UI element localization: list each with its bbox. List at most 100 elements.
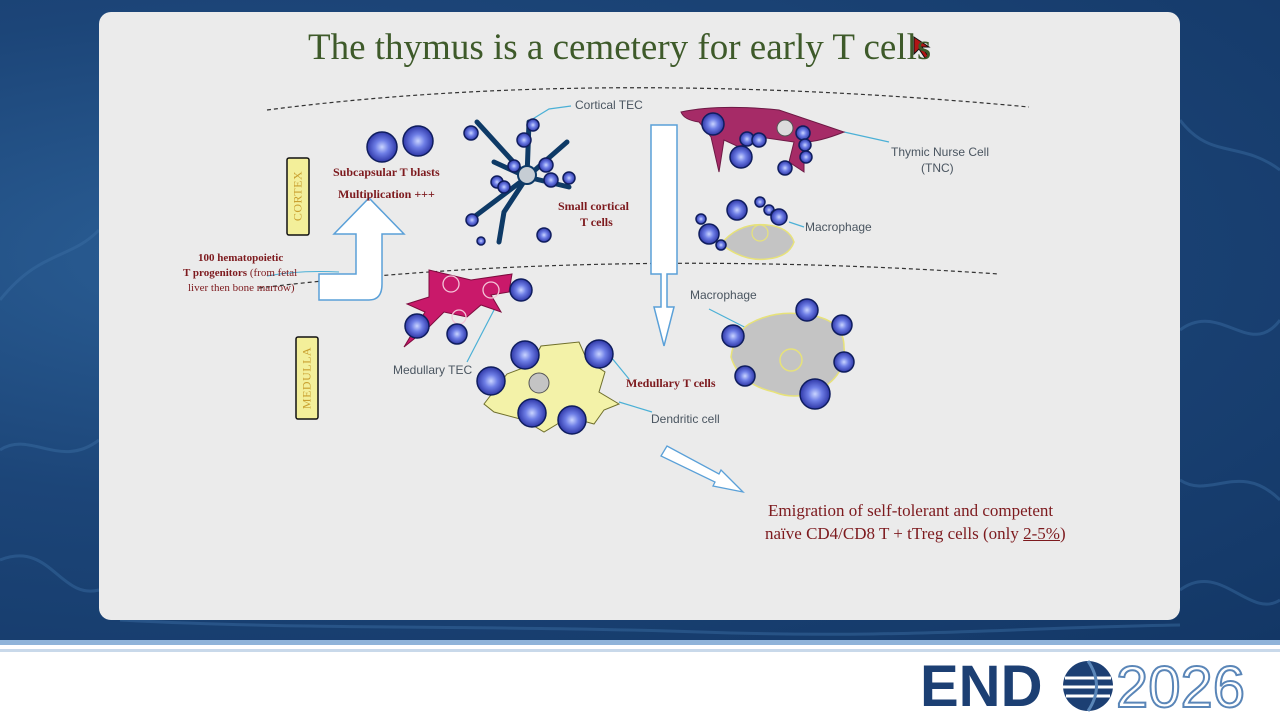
cortical-tec-label: Cortical TEC: [575, 98, 643, 112]
progenitors-label-3: liver then bone marrow): [188, 282, 295, 294]
macrophage-cortex-t-cell: [715, 239, 727, 251]
medulla-zone-box: [295, 336, 319, 420]
cortex-zone-box: [286, 157, 310, 236]
cortical-t-cell: [497, 180, 511, 194]
subcapsular-t-blast: [366, 131, 398, 163]
tnc-t-cell: [795, 125, 811, 141]
subcapsular-t-blast: [402, 125, 434, 157]
progenitor-strikethrough-line: [266, 271, 340, 277]
medullary-tec-label: Medullary TEC: [393, 363, 473, 377]
tnc-leader-line: [843, 131, 890, 143]
small-cortical-label: Small cortical: [558, 199, 629, 213]
background-veins: [0, 119, 1280, 636]
macrophage-medulla-label: Macrophage: [690, 288, 757, 302]
logo-globe-icon: [1063, 660, 1113, 712]
mouse-pointer-icon: [913, 36, 931, 59]
thymus-diagram: [258, 36, 1030, 494]
macrophage-cortex-t-cell: [754, 196, 766, 208]
slide-title: The thymus is a cemetery for early T cel…: [308, 27, 932, 68]
footer-stripe: [0, 640, 1280, 645]
macrophage-medulla-t-cell: [831, 314, 853, 336]
cortical-t-cell: [476, 236, 486, 246]
logo-word: END: [920, 656, 1042, 716]
cortical-t-cell: [538, 157, 554, 173]
medullary-t-cell: [404, 313, 430, 339]
macrophage-medulla-t-cell: [799, 378, 831, 410]
cortical-t-cell: [536, 227, 552, 243]
tnc-t-cell: [799, 150, 813, 164]
macrophage-cortex-nucleus: [751, 224, 769, 242]
cortical-t-cell: [516, 132, 532, 148]
tnc-t-cell: [798, 138, 812, 152]
medullary-t-cell: [584, 339, 614, 369]
capsule-boundary-line: [266, 87, 1030, 111]
tnc-abbrev-label: (TNC): [921, 161, 954, 175]
macrophage-medulla-nucleus: [779, 348, 803, 372]
progenitor-entry-arrow: [318, 196, 406, 301]
cortical-tec-leader-line: [530, 105, 572, 121]
macrophage-cortex: [719, 223, 795, 261]
footer-stripe-white: [0, 645, 1280, 649]
medullary-t-cell: [476, 366, 506, 396]
logo-year: 2026: [1116, 656, 1245, 716]
endo-2026-logo: END 2026: [920, 654, 1270, 721]
medullary-t-cell: [517, 398, 547, 428]
medullary-t-cells-label: Medullary T cells: [626, 376, 716, 390]
macrophage-medulla-t-cell: [833, 351, 855, 373]
tnc-t-cell: [729, 145, 753, 169]
cortical-t-cell: [543, 172, 559, 188]
medullary-t-cell: [446, 323, 468, 345]
emigration-close: ): [1059, 524, 1066, 543]
medullary-t-cells-leader-line: [610, 356, 630, 380]
progenitors-bold-text: T progenitors: [183, 267, 248, 279]
emigration-text: naïve CD4/CD8 T + tTreg cells (only: [765, 524, 1024, 543]
cortical-t-cell: [526, 118, 540, 132]
progenitors-rest-text: (from fetal: [247, 267, 298, 279]
macrophage-medulla-t-cell: [721, 324, 745, 348]
progenitors-label: 100 hematopoietic: [198, 252, 284, 264]
small-cortical-label-2: T cells: [580, 215, 613, 229]
macrophage-cortex-leader-line: [788, 221, 805, 228]
thymic-nurse-cell-label: Thymic Nurse Cell: [891, 145, 990, 159]
cortical-t-cell: [562, 171, 576, 185]
emigration-arrow: [660, 445, 745, 494]
macrophage-cortex-t-cell: [695, 213, 707, 225]
medullary-tec-nucleus-2: [482, 281, 500, 299]
medullary-tec: [403, 269, 513, 348]
logo-graphic: END 2026: [920, 654, 1246, 721]
medullary-tec-nucleus-1: [442, 275, 460, 293]
tnc-nucleus: [776, 119, 794, 137]
macrophage-cortex-t-cell: [770, 208, 788, 226]
multiplication-label: Multiplication +++: [338, 187, 435, 201]
slide-panel: The thymus is a cemetery for early T cel…: [99, 12, 1180, 620]
dendritic-cell-label: Dendritic cell: [651, 412, 720, 426]
progenitors-label-2: T progenitors (from fetal: [183, 267, 297, 279]
dendritic-cell-nucleus: [528, 372, 550, 394]
cortex-zone-label: CORTEX: [290, 170, 305, 222]
tnc-t-cell: [751, 132, 767, 148]
emigration-label-2: naïve CD4/CD8 T + tTreg cells (only 2-5%…: [765, 524, 1066, 544]
t-cells: [366, 112, 855, 435]
cortical-t-cell: [507, 159, 521, 173]
medulla-zone-label: MEDULLA: [299, 346, 314, 410]
tnc-t-cell: [777, 160, 793, 176]
macrophage-cortex-t-cell: [726, 199, 748, 221]
medullary-t-cell: [510, 340, 540, 370]
medullary-tec-leader-line: [466, 309, 495, 363]
dendritic-cell-leader-line: [618, 401, 653, 413]
macrophage-medulla-t-cell: [795, 298, 819, 322]
cortical-t-cell: [463, 125, 479, 141]
cortical-t-cell: [465, 213, 479, 227]
macrophage-cortex-t-cell: [698, 223, 720, 245]
macrophage-medulla-t-cell: [734, 365, 756, 387]
tnc-t-cell: [701, 112, 725, 136]
macrophage-cortex-label: Macrophage: [805, 220, 872, 234]
cortical-tec-nucleus: [517, 165, 537, 185]
footer-stripe-light: [0, 649, 1280, 652]
emigration-percentage: 2-5%: [1023, 524, 1060, 543]
medullary-t-cell: [557, 405, 587, 435]
emigration-label: Emigration of self-tolerant and competen…: [768, 501, 1054, 520]
medullary-t-cell: [509, 278, 533, 302]
cortex-to-medulla-arrow: [650, 124, 678, 347]
subcapsular-label: Subcapsular T blasts: [333, 165, 440, 179]
